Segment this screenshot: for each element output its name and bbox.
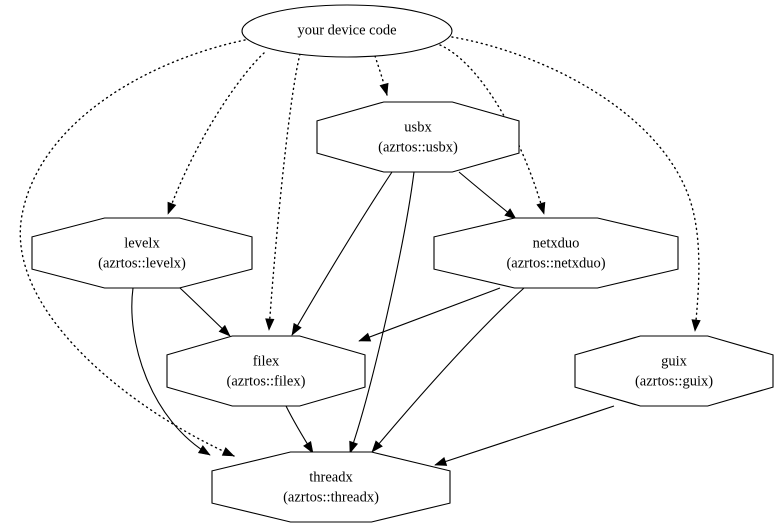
edge-levelx-to-filex — [179, 287, 231, 337]
node-namespace-levelx: (azrtos::levelx) — [98, 255, 186, 271]
edge-levelx-to-threadx — [131, 287, 211, 456]
edge-line — [349, 171, 415, 454]
edge-line — [358, 287, 501, 342]
node-shape-ellipse — [241, 4, 453, 58]
node-label-guix: guix — [661, 353, 688, 369]
edge-layer — [19, 36, 701, 466]
edge-line — [131, 287, 211, 456]
arrowhead — [218, 324, 231, 337]
node-shape-octagon — [433, 217, 679, 289]
node-shape-octagon — [166, 335, 366, 407]
edge-line — [291, 171, 393, 336]
node-namespace-threadx: (azrtos::threadx) — [283, 489, 379, 505]
node-guix[interactable]: guix(azrtos::guix) — [574, 335, 774, 407]
edge-device-to-netxduo — [439, 44, 546, 215]
node-filex[interactable]: filex(azrtos::filex) — [166, 335, 366, 407]
node-threadx[interactable]: threadx(azrtos::threadx) — [211, 451, 451, 523]
node-label-levelx: levelx — [124, 235, 160, 251]
arrowhead — [504, 208, 517, 220]
node-label-filex: filex — [253, 353, 280, 369]
node-namespace-usbx: (azrtos::usbx) — [378, 139, 458, 155]
node-label-device: your device code — [297, 22, 396, 38]
arrowhead — [197, 445, 211, 456]
edge-line — [451, 36, 700, 332]
node-shape-octagon — [316, 101, 520, 173]
arrowhead — [434, 457, 448, 466]
arrowhead — [371, 440, 383, 453]
arrowhead — [303, 440, 314, 454]
edge-line — [167, 52, 265, 215]
edge-line — [434, 405, 615, 466]
node-device[interactable]: your device code — [241, 4, 453, 58]
edge-usbx-to-netxduo — [458, 171, 517, 220]
arrowhead — [265, 318, 275, 331]
edge-device-to-filex — [265, 53, 301, 331]
node-label-threadx: threadx — [309, 469, 353, 485]
node-namespace-netxduo: (azrtos::netxduo) — [506, 255, 605, 271]
arrowhead — [221, 447, 235, 457]
edge-netxduo-to-threadx — [371, 287, 525, 453]
node-label-netxduo: netxduo — [533, 235, 580, 251]
node-label-usbx: usbx — [404, 119, 432, 135]
arrowhead — [167, 201, 177, 215]
node-layer: your device codeusbx(azrtos::usbx)levelx… — [31, 4, 774, 523]
edge-device-to-threadx — [19, 39, 246, 457]
edge-filex-to-threadx — [285, 405, 314, 454]
edge-usbx-to-threadx — [349, 171, 415, 454]
node-namespace-guix: (azrtos::guix) — [635, 373, 713, 389]
edge-device-to-guix — [451, 36, 701, 332]
edge-device-to-levelx — [167, 52, 265, 215]
node-levelx[interactable]: levelx(azrtos::levelx) — [31, 217, 253, 289]
node-shape-octagon — [574, 335, 774, 407]
arrowhead — [691, 319, 701, 332]
edge-guix-to-threadx — [434, 405, 615, 466]
edge-device-to-usbx — [374, 55, 389, 96]
node-shape-octagon — [211, 451, 451, 523]
node-namespace-filex: (azrtos::filex) — [227, 373, 306, 389]
arrowhead — [379, 82, 389, 96]
arrowhead — [536, 201, 546, 215]
arrowhead — [349, 440, 359, 454]
edge-line — [439, 44, 545, 215]
node-netxduo[interactable]: netxduo(azrtos::netxduo) — [433, 217, 679, 289]
node-usbx[interactable]: usbx(azrtos::usbx) — [316, 101, 520, 173]
edge-line — [374, 55, 388, 96]
edge-netxduo-to-filex — [358, 287, 501, 342]
node-shape-octagon — [31, 217, 253, 289]
edge-line — [268, 53, 301, 331]
edge-line — [371, 287, 525, 453]
edge-line — [19, 39, 246, 457]
edge-usbx-to-filex — [291, 171, 393, 336]
arrowhead — [291, 322, 302, 336]
arrowhead — [358, 332, 372, 342]
